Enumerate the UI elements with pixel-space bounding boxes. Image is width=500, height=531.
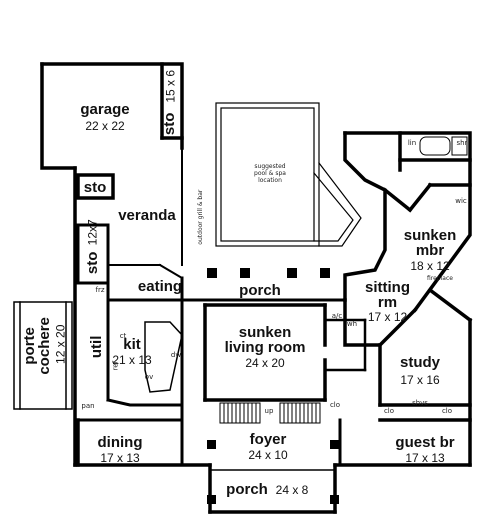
guest-size: 17 x 13 [405, 451, 445, 465]
ct-label: ct [119, 332, 127, 340]
porte-cochere-size: 12 x 20 [53, 324, 68, 364]
shvs-label: shvs [412, 399, 428, 407]
bath-walls [323, 318, 367, 372]
master-size: 18 x 12 [410, 259, 450, 273]
garage-walls [40, 62, 184, 170]
wh-label: wh [346, 320, 358, 328]
foyer-label: foyer [249, 431, 287, 448]
pool-label-1: suggested [254, 163, 286, 170]
foyer-stairs [219, 402, 321, 424]
master-label-2: mbr [415, 242, 445, 259]
shr-label: shr [456, 139, 468, 147]
ov-label: ov [144, 373, 154, 381]
dining-size: 17 x 13 [100, 451, 140, 465]
guest-label: guest br [395, 434, 455, 451]
eating-label: eating [137, 278, 183, 295]
clo-mid-label: clo [329, 401, 341, 409]
pool-label-2: pool & spa [254, 170, 286, 177]
veranda-walls [107, 147, 184, 280]
sto-small-walls [76, 173, 115, 200]
clo-guest2-label: clo [441, 407, 453, 415]
wic-label: wic [455, 197, 467, 205]
rear-porch-walls [180, 276, 347, 302]
pool-label-3: location [258, 177, 282, 184]
dining-label: dining [97, 434, 143, 451]
garage-size: 22 x 22 [85, 119, 125, 133]
sto-left-walls [76, 223, 110, 285]
front-porch-label: porch [226, 481, 268, 498]
sitting-label-1: sitting [365, 279, 410, 296]
sitting-size: 17 x 12 [367, 310, 408, 324]
pan-label: pan [81, 402, 95, 410]
master-walls [343, 131, 472, 313]
study-label: study [399, 354, 440, 371]
sto-garage-label: sto [161, 112, 179, 136]
rear-porch-label: porch [239, 282, 281, 299]
ac-label: a/c [331, 312, 343, 320]
porch-columns [207, 268, 339, 504]
study-size: 17 x 16 [400, 373, 440, 387]
util-label: util [88, 335, 106, 359]
sto-small-label: sto [83, 179, 107, 196]
sto-garage-size: 15 x 6 [163, 69, 178, 103]
foyer-size: 24 x 10 [248, 448, 288, 462]
veranda-label: veranda [118, 207, 176, 224]
porte-cochere-label-2: cochere [36, 317, 54, 375]
kit-size: 21 x 13 [112, 353, 152, 367]
living-label-1: sunken [238, 324, 292, 341]
porte-cochere-outline [13, 301, 73, 410]
fireplace-label: fireplace [427, 275, 453, 282]
living-label-2: living room [224, 339, 306, 356]
kit-label: kit [123, 336, 141, 353]
sitting-label-2: rm [377, 294, 398, 311]
sto-left-size: 12x7 [85, 219, 100, 246]
living-size: 24 x 20 [245, 356, 285, 370]
lin-label: lin [407, 139, 417, 147]
up-label: up [264, 407, 274, 415]
sitting-study-walls [343, 287, 473, 422]
dw-label: dw [170, 351, 182, 359]
front-porch-outline [209, 469, 336, 513]
kitchen-island [144, 321, 183, 393]
master-label-1: sunken [403, 227, 457, 244]
dining-guest-walls [76, 418, 342, 467]
front-porch-size: 24 x 8 [275, 483, 309, 497]
master-bath-fixtures [419, 136, 468, 156]
frz-label: frz [95, 286, 105, 294]
pool-outline [215, 102, 362, 247]
outdoor-grill-label: outdoor grill & bar [196, 189, 204, 245]
clo-guest1-label: clo [383, 407, 395, 415]
ref-label: ref [111, 360, 120, 371]
living-walls [203, 303, 327, 402]
garage-label: garage [80, 101, 130, 118]
